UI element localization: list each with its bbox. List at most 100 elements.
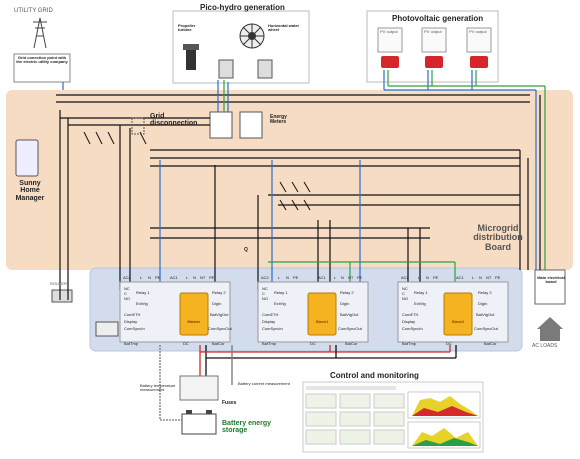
slave1-l1: L xyxy=(334,275,337,280)
inverter-slave1 xyxy=(257,281,369,343)
slave2-pe2: PE xyxy=(433,275,439,280)
slave1-n1: N xyxy=(341,275,344,280)
slave1-pe1: PE xyxy=(357,275,363,280)
energy-meters-label: Energy Meters xyxy=(270,114,287,126)
turbine-label: Propeller turbine xyxy=(178,23,196,33)
pv-output-label-3: PV output xyxy=(469,29,487,34)
master-extvtg: ExtVtg xyxy=(136,301,148,306)
pv-output-label-2: PV output xyxy=(424,29,442,34)
master-cometh: ComETH xyxy=(124,312,141,317)
slave1-comsyncin: ComSyncIn xyxy=(262,326,283,331)
slave1-display: Display xyxy=(262,319,276,324)
home-manager-device xyxy=(15,139,39,177)
slave1-batvtgout: BatVtgOut xyxy=(340,312,359,317)
grid-connection-box xyxy=(13,53,71,83)
pv-panel-2 xyxy=(421,27,447,68)
utility-grid-title: UTILITY GRID xyxy=(14,8,53,14)
slave1-digin: DigIn xyxy=(340,301,350,306)
hydro-converter-2 xyxy=(257,59,273,79)
energy-meter-2 xyxy=(239,111,263,139)
slave1-relay2: Relay 2 xyxy=(340,290,354,295)
control-title: Control and monitoring xyxy=(330,371,419,380)
green-wires xyxy=(223,70,546,290)
slave2-comsyncout: ComSyncOut xyxy=(474,326,498,331)
slave2-extvtg: ExtVtg xyxy=(414,301,426,306)
slave1-batcur: BatCur xyxy=(345,341,358,346)
master-pe2: PE xyxy=(155,275,161,280)
fuse-block xyxy=(179,375,219,401)
inverter-master-name: Master xyxy=(187,319,201,324)
pv-panel-3 xyxy=(466,27,492,68)
master-relay2: Relay 2 xyxy=(212,290,226,295)
master-comsyncout: ComSyncOut xyxy=(208,326,232,331)
router-device xyxy=(51,289,73,303)
slave2-n2: N xyxy=(426,275,429,280)
slave1-c: C xyxy=(262,291,265,296)
master-nt1: NT xyxy=(200,275,206,280)
slave1-no: NO xyxy=(262,296,268,301)
slave2-pe1: PE xyxy=(495,275,501,280)
router-label: ROUTER xyxy=(50,281,67,286)
inverter-slave2 xyxy=(397,281,509,343)
energy-meter-1 xyxy=(209,111,233,139)
hydro-converter-1 xyxy=(218,59,234,79)
slave1-ac1: AC1 xyxy=(318,275,326,280)
ac-loads-label: AC LOADS xyxy=(532,343,558,349)
hydro-title: Pico-hydro generation xyxy=(200,3,285,12)
master-comsyncin: ComSyncIn xyxy=(124,326,145,331)
slave2-cometh: ComETH xyxy=(402,312,419,317)
slave2-ac1: AC1 xyxy=(456,275,464,280)
master-dc: DC xyxy=(183,341,189,346)
pv-panel-1 xyxy=(377,27,403,68)
slave2-relay1: Relay 1 xyxy=(414,290,428,295)
slave1-nc: NC xyxy=(262,286,268,291)
black-wires xyxy=(56,94,541,300)
grid-disconnection-label: Grid disconnection xyxy=(150,113,198,128)
inverter-slave1-name: Slave1 xyxy=(315,319,329,324)
slave2-l2: L xyxy=(418,275,421,280)
slave2-relay2: Relay 2 xyxy=(478,290,492,295)
slave2-ac2: AC2 xyxy=(401,275,409,280)
master-pe1: PE xyxy=(209,275,215,280)
master-batvtgout: BatVtgOut xyxy=(210,312,229,317)
slave1-cometh: ComETH xyxy=(262,312,279,317)
pv-title: Photovoltaic generation xyxy=(392,14,484,23)
battery-current-label: Battery current measurement xyxy=(238,381,290,386)
slave1-relay1: Relay 1 xyxy=(274,290,288,295)
master-l1: L xyxy=(186,275,189,280)
battery-storage-label: Battery energy storage xyxy=(222,420,272,435)
blue-wires xyxy=(62,70,537,290)
battery-temp-label: Battery temperature measurement xyxy=(140,383,176,393)
battery-icon xyxy=(181,410,217,435)
q-label: Q xyxy=(244,247,248,253)
fuses-label: Fuses xyxy=(222,400,237,406)
slave1-extvtg: ExtVtg xyxy=(274,301,286,306)
master-ac1: AC1 xyxy=(170,275,178,280)
master-n2: N xyxy=(148,275,151,280)
slave1-ac2: AC2 xyxy=(261,275,269,280)
slave1-nt1: NT xyxy=(348,275,354,280)
slave2-display: Display xyxy=(402,319,416,324)
grid-disconnect-relay xyxy=(131,117,145,135)
slave1-l2: L xyxy=(278,275,281,280)
slave2-nc: NC xyxy=(402,286,408,291)
house-icon xyxy=(537,317,563,341)
master-digin: DigIn xyxy=(212,301,222,306)
home-manager-label: Sunny Home Manager xyxy=(15,180,45,202)
slave2-l1: L xyxy=(472,275,475,280)
master-ac2: AC2 xyxy=(123,275,131,280)
master-batcur: BatCur xyxy=(212,341,225,346)
slave2-batvtgout: BatVtgOut xyxy=(476,312,495,317)
main-board-label: Main electrical board xyxy=(537,275,565,285)
master-l2: L xyxy=(140,275,143,280)
water-wheel-icon xyxy=(239,23,265,49)
dc-wires xyxy=(159,345,457,421)
slave2-dc: DC xyxy=(446,341,452,346)
slave2-c: C xyxy=(402,291,405,296)
main-board-box xyxy=(534,269,566,305)
inverter-slave2-name: Slave2 xyxy=(451,319,465,324)
slave1-n2: N xyxy=(286,275,289,280)
pv-output-label-1: PV output xyxy=(380,29,398,34)
grid-switches xyxy=(83,131,311,211)
